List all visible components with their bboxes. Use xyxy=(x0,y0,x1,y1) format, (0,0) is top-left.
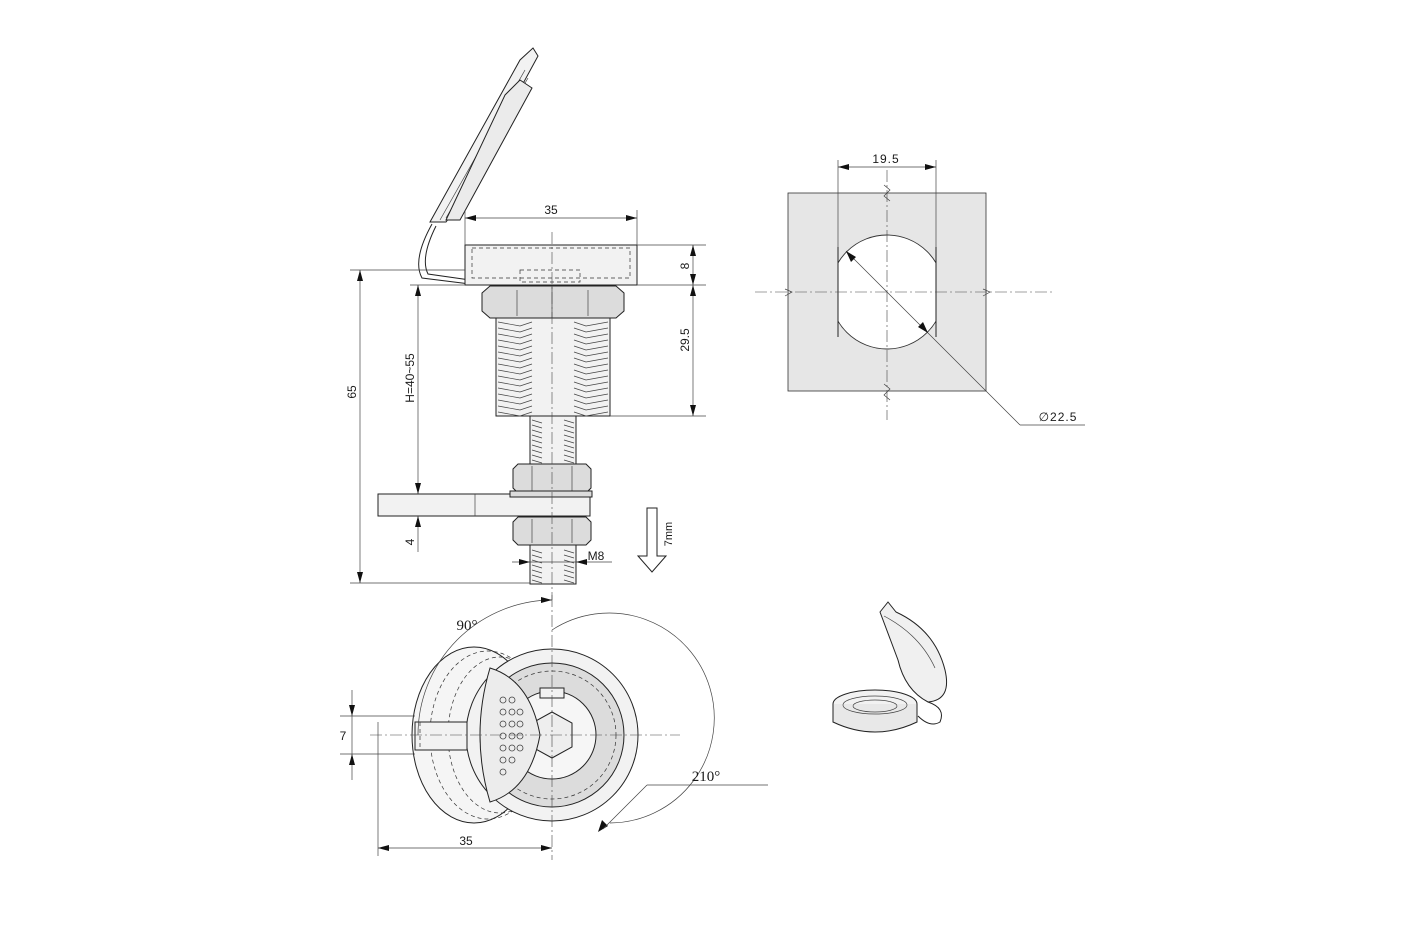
hex-nut-lower xyxy=(512,516,592,546)
isometric-view xyxy=(832,601,948,733)
dim-grip-range: H=40~55 xyxy=(403,353,417,403)
lid-grip-dots xyxy=(499,696,524,776)
threaded-body xyxy=(495,317,611,417)
lever-tab xyxy=(414,721,468,751)
dim-thread-size: M8 xyxy=(588,549,605,563)
travel-arrow xyxy=(636,507,668,573)
side-view: 35 8 29.5 65 H=40~55 4 M8 xyxy=(345,47,706,600)
dim-flat-width: 19.5 xyxy=(872,152,899,166)
cam-plate xyxy=(377,493,591,517)
cover-flap xyxy=(418,47,539,285)
dim-width-bottom: 35 xyxy=(459,834,473,848)
travel-label: 7mm xyxy=(663,522,675,546)
cap-body xyxy=(464,244,638,286)
dim-cap-height: 8 xyxy=(678,262,692,269)
dim-width-top: 35 xyxy=(544,203,558,217)
dim-hole-diameter: ∅22.5 xyxy=(1039,410,1078,424)
angle-cover: 90° xyxy=(457,618,478,634)
cutout-view: 19.5 ∅22.5 xyxy=(755,152,1085,426)
dim-overall: 65 xyxy=(345,385,359,399)
angle-rotation: 210° xyxy=(692,769,721,785)
dim-thread-length: 29.5 xyxy=(678,328,692,352)
hex-nut-top xyxy=(481,285,625,319)
dim-lever: 7 xyxy=(340,729,347,743)
dim-plate: 4 xyxy=(403,538,417,545)
front-view: 90° 210° 7 35 xyxy=(340,595,768,860)
